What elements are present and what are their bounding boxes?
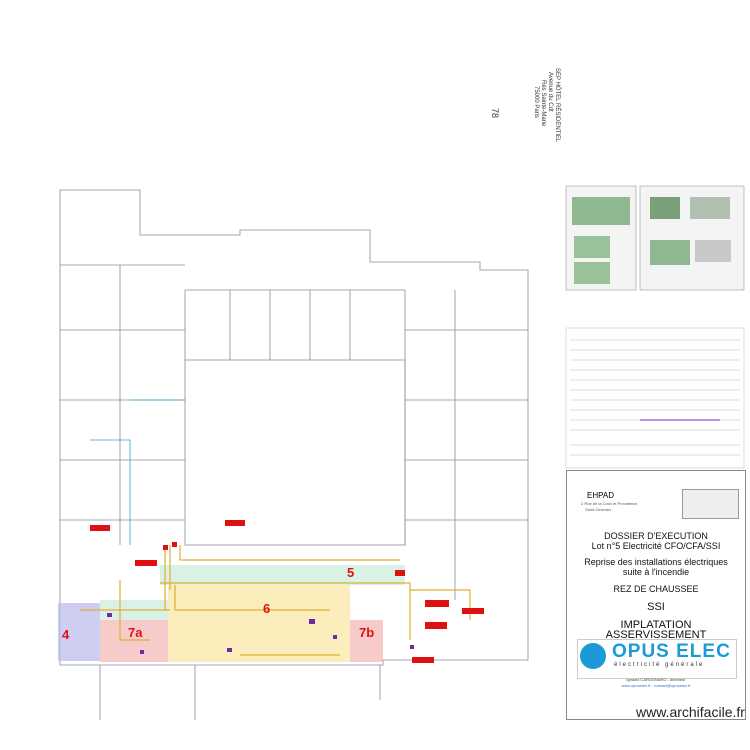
subject-line-1: Reprise des installations électriques (584, 557, 728, 567)
system-title: SSI (647, 601, 665, 613)
client-address: 2 Rue de la Croix et Providence (581, 501, 638, 506)
zone-7a-area (100, 620, 168, 662)
address-line: SEP HÔTEL RÉSIDENTIEL (554, 68, 560, 143)
lot-title: Lot n°5 Electricité CFO/CFA/SSI (591, 541, 721, 551)
devices (107, 613, 414, 654)
site-map-thumbnail (682, 489, 739, 519)
zone-5-area (160, 565, 405, 585)
legend-table (565, 327, 745, 469)
address-line: Rés Sainte-Marie (540, 80, 546, 127)
company-logo: OPUS ELEC électricité générale (577, 639, 737, 679)
zone-label-4: 4 (62, 627, 70, 642)
company-contact: Ignazio CARDONARO - directeur (626, 677, 686, 682)
zone-7b-area (350, 620, 383, 662)
logo-mark-icon (580, 643, 606, 669)
subject-line-2: suite à l'incendie (622, 567, 690, 577)
sheet-number: 78 (490, 108, 500, 119)
zone-4-area (58, 603, 100, 661)
alarm-labels (90, 520, 484, 663)
plan-type-2: ASSERVISSEMENT (605, 629, 707, 641)
zone-label-7a: 7a (128, 625, 143, 640)
wiring-paths (80, 545, 471, 656)
zone-label-7b: 7b (359, 625, 375, 640)
zone-label-6: 6 (263, 601, 271, 616)
company-details: www.opuselec.fr - contact@opuselec.fr (621, 683, 691, 688)
plan-type-1: IMPLATATION (620, 619, 692, 631)
watermark: www.archifacile.fr (636, 704, 745, 720)
title-block: EHPAD 2 Rue de la Croix et Providence Sa… (566, 470, 746, 720)
level-title: REZ DE CHAUSSEE (613, 584, 699, 594)
address-line: Avenue du Cdt (547, 72, 553, 112)
building-walls (59, 189, 529, 720)
detail-sheets (565, 185, 745, 291)
address-line: 75000 Paris (533, 86, 539, 119)
dossier-title: DOSSIER D'EXECUTION (604, 531, 708, 541)
client-city: Saint-Germain (585, 507, 611, 512)
network-paths (90, 399, 185, 545)
zone-label-5: 5 (347, 565, 355, 580)
zone-6-area (168, 585, 350, 662)
company-tagline: électricité générale (614, 662, 705, 668)
client-name: EHPAD (587, 491, 614, 500)
company-name: OPUS ELEC (612, 641, 731, 662)
